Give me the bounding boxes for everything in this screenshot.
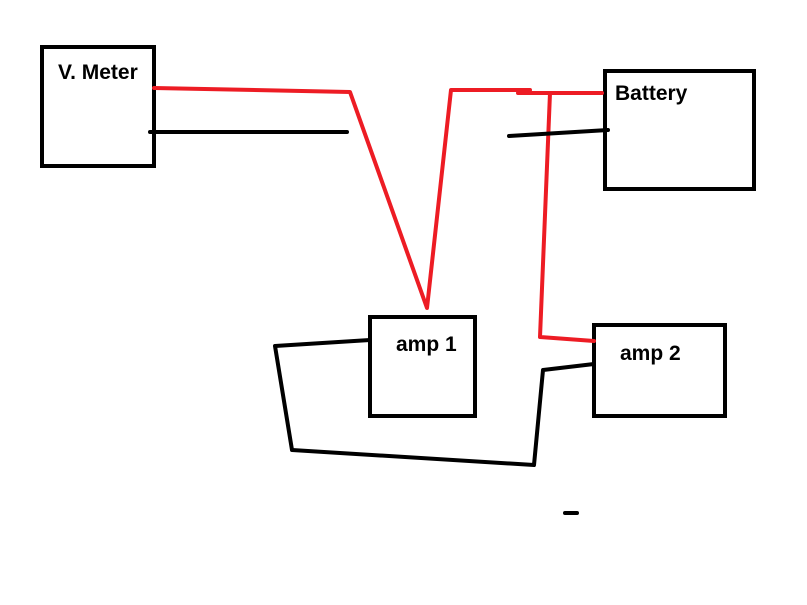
- amp1-box: amp 1: [368, 315, 477, 418]
- voltmeter-box: V. Meter: [40, 45, 156, 168]
- voltmeter-label: V. Meter: [58, 61, 138, 84]
- amp1-label: amp 1: [396, 333, 457, 356]
- battery-label: Battery: [615, 82, 688, 105]
- amp2-box: amp 2: [592, 323, 727, 418]
- amp2-label: amp 2: [620, 342, 681, 365]
- amp-ground-loop-wire: [273, 338, 596, 467]
- battery-box: Battery: [603, 69, 756, 191]
- battery-negative-wire: [507, 128, 610, 138]
- amp2-positive-wire: [538, 91, 596, 343]
- voltmeter-positive-wire: [152, 86, 532, 310]
